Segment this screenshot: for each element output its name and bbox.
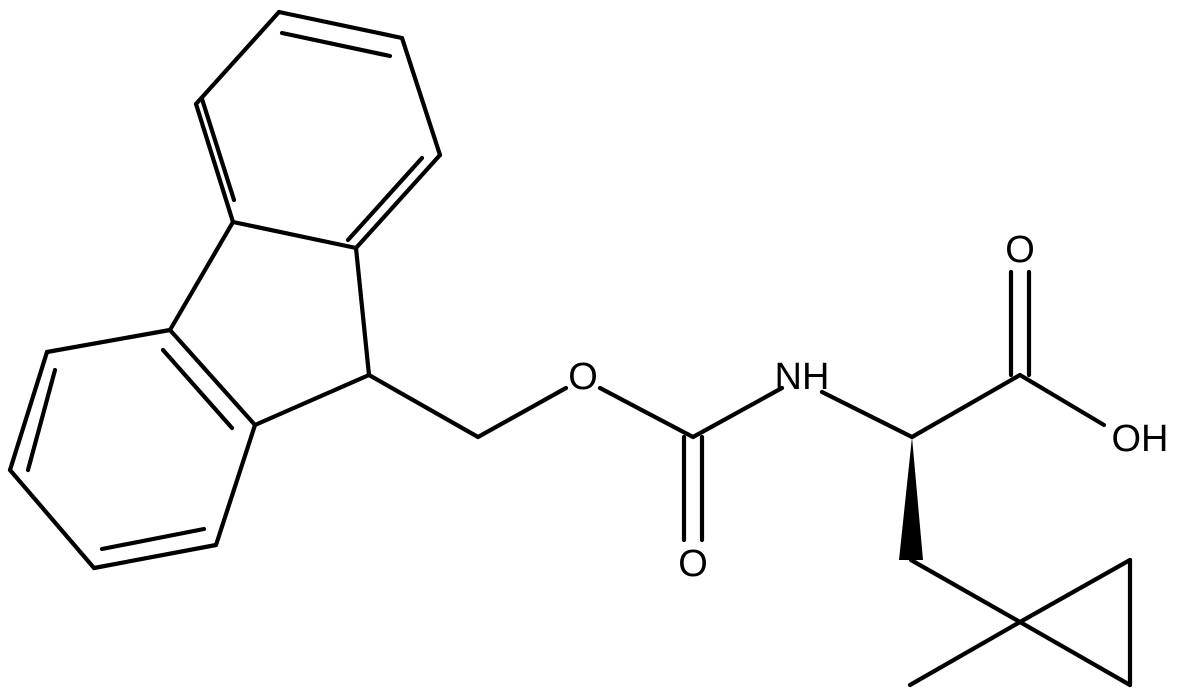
upper-benzene-ring (193, 9, 443, 251)
bond (213, 422, 258, 548)
bond (366, 372, 481, 440)
acid-carbonyl-oxygen-label: O (1005, 229, 1035, 271)
bond (91, 542, 219, 571)
bond (597, 385, 696, 440)
bond (1017, 372, 1107, 428)
methylcyclopropyl (907, 557, 1133, 688)
bond (475, 385, 569, 440)
methyl-bond (907, 619, 1023, 688)
bond (230, 219, 359, 251)
amide-nitrogen-label: NH (775, 356, 830, 398)
bond (44, 327, 173, 355)
double-bond-inner (99, 526, 207, 552)
double-bond-inner (25, 367, 58, 473)
cyclopentadiene-ring (167, 219, 372, 428)
bond (252, 372, 372, 428)
bond (399, 35, 443, 158)
bond (353, 152, 443, 251)
bond (353, 245, 372, 378)
bond (167, 327, 258, 428)
bond (167, 219, 236, 333)
bond (819, 389, 915, 440)
atom-labels: O NH O O OH (568, 229, 1168, 585)
ether-oxygen-label: O (568, 356, 598, 398)
lower-benzene-ring (7, 327, 258, 571)
hydroxyl-label: OH (1112, 418, 1169, 460)
bond (1017, 557, 1133, 625)
bond (193, 9, 282, 107)
stereo-wedge-bond (899, 437, 923, 560)
double-bond-inner (279, 30, 393, 59)
bond (193, 101, 236, 225)
bond (7, 349, 50, 473)
double-bond-inner (345, 155, 425, 243)
bond (909, 372, 1023, 440)
bond (690, 385, 785, 440)
fmoc-linker (366, 372, 915, 543)
bond (1017, 619, 1133, 688)
carbamate-carbonyl-oxygen-label: O (678, 543, 708, 585)
double-bond-inner (199, 96, 237, 203)
bond (276, 9, 405, 41)
bond (908, 557, 1023, 625)
bond (7, 467, 97, 571)
double-bond-inner (160, 347, 235, 431)
amino-acid-core (899, 269, 1107, 625)
